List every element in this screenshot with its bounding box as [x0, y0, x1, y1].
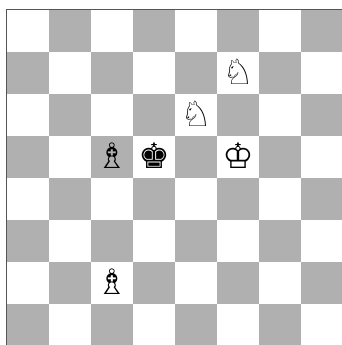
square-h6[interactable]: [301, 94, 342, 136]
square-g2[interactable]: [259, 262, 301, 304]
white-knight-icon[interactable]: ♘: [222, 56, 253, 91]
square-d3[interactable]: [133, 220, 175, 262]
square-d7[interactable]: [133, 52, 175, 94]
square-f6[interactable]: [217, 94, 259, 136]
square-a4[interactable]: [7, 178, 49, 220]
square-f8[interactable]: [217, 10, 259, 52]
square-h1[interactable]: [301, 304, 342, 345]
white-king-icon[interactable]: ♔: [222, 140, 253, 175]
square-a5[interactable]: [7, 136, 49, 178]
square-b2[interactable]: [49, 262, 91, 304]
square-b6[interactable]: [49, 94, 91, 136]
square-f2[interactable]: [217, 262, 259, 304]
square-b8[interactable]: [49, 10, 91, 52]
square-g7[interactable]: [259, 52, 301, 94]
square-h3[interactable]: [301, 220, 342, 262]
square-b3[interactable]: [49, 220, 91, 262]
square-g1[interactable]: [259, 304, 301, 345]
square-e5[interactable]: [175, 136, 217, 178]
square-a3[interactable]: [7, 220, 49, 262]
square-f5[interactable]: ♔: [217, 136, 259, 178]
square-g4[interactable]: [259, 178, 301, 220]
square-a8[interactable]: [7, 10, 49, 52]
square-e4[interactable]: [175, 178, 217, 220]
square-h7[interactable]: [301, 52, 342, 94]
white-bishop-icon[interactable]: ♗: [96, 266, 127, 301]
square-g8[interactable]: [259, 10, 301, 52]
square-a1[interactable]: [7, 304, 49, 345]
square-b4[interactable]: [49, 178, 91, 220]
square-c5[interactable]: ♗: [91, 136, 133, 178]
square-g3[interactable]: [259, 220, 301, 262]
square-c1[interactable]: [91, 304, 133, 345]
square-h5[interactable]: [301, 136, 342, 178]
square-a2[interactable]: [7, 262, 49, 304]
square-d4[interactable]: [133, 178, 175, 220]
square-h2[interactable]: [301, 262, 342, 304]
square-f1[interactable]: [217, 304, 259, 345]
square-a6[interactable]: [7, 94, 49, 136]
square-b7[interactable]: [49, 52, 91, 94]
square-c4[interactable]: [91, 178, 133, 220]
square-b5[interactable]: [49, 136, 91, 178]
square-d5[interactable]: ♚: [133, 136, 175, 178]
chess-board: ♘ ♘ ♗ ♚ ♔ ♗: [6, 9, 342, 345]
square-f7[interactable]: ♘: [217, 52, 259, 94]
square-h4[interactable]: [301, 178, 342, 220]
square-e3[interactable]: [175, 220, 217, 262]
square-c8[interactable]: [91, 10, 133, 52]
square-b1[interactable]: [49, 304, 91, 345]
square-d6[interactable]: [133, 94, 175, 136]
square-c7[interactable]: [91, 52, 133, 94]
square-d8[interactable]: [133, 10, 175, 52]
square-e1[interactable]: [175, 304, 217, 345]
white-knight-icon[interactable]: ♘: [180, 98, 211, 133]
square-e2[interactable]: [175, 262, 217, 304]
square-f3[interactable]: [217, 220, 259, 262]
black-king-icon[interactable]: ♚: [138, 140, 169, 175]
square-c3[interactable]: [91, 220, 133, 262]
square-c6[interactable]: [91, 94, 133, 136]
square-c2[interactable]: ♗: [91, 262, 133, 304]
square-d1[interactable]: [133, 304, 175, 345]
square-a7[interactable]: [7, 52, 49, 94]
square-f4[interactable]: [217, 178, 259, 220]
square-d2[interactable]: [133, 262, 175, 304]
square-g6[interactable]: [259, 94, 301, 136]
white-bishop-icon[interactable]: ♗: [96, 140, 127, 175]
square-e7[interactable]: [175, 52, 217, 94]
square-g5[interactable]: [259, 136, 301, 178]
square-h8[interactable]: [301, 10, 342, 52]
square-e6[interactable]: ♘: [175, 94, 217, 136]
square-e8[interactable]: [175, 10, 217, 52]
